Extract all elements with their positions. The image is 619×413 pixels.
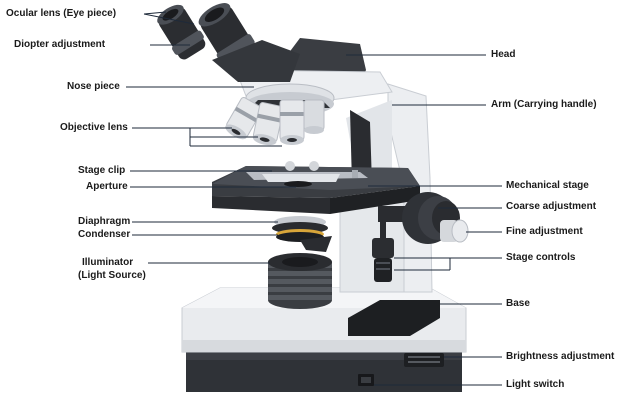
focus-knob-part xyxy=(378,192,469,244)
label-diopter-adjustment: Diopter adjustment xyxy=(14,39,106,50)
label-stage-controls: Stage controls xyxy=(506,252,576,263)
label-fine-adjustment: Fine adjustment xyxy=(506,226,583,237)
stage-part xyxy=(212,161,420,214)
leader-lines xyxy=(126,11,502,386)
illuminator-part xyxy=(268,253,332,309)
label-stage-clip: Stage clip xyxy=(78,165,126,176)
label-ocular-lens: Ocular lens (Eye piece) xyxy=(6,8,117,19)
label-light-source: (Light Source) xyxy=(78,270,146,281)
base-part xyxy=(181,287,467,392)
label-mechanical-stage: Mechanical stage xyxy=(506,180,589,191)
condenser-part xyxy=(272,216,332,252)
label-base: Base xyxy=(506,298,530,309)
label-aperture: Aperture xyxy=(86,181,128,192)
label-diaphragm: Diaphragm xyxy=(78,216,131,227)
label-light-switch: Light switch xyxy=(506,379,565,390)
label-illuminator: Illuminator xyxy=(82,257,134,268)
stage-controls-part xyxy=(372,214,394,282)
objective-lens-part xyxy=(225,97,325,146)
label-head: Head xyxy=(491,49,516,60)
label-coarse-adjustment: Coarse adjustment xyxy=(506,201,597,212)
eyepiece-part xyxy=(157,3,300,82)
label-condenser: Condenser xyxy=(78,229,131,240)
label-brightness-adjustment: Brightness adjustment xyxy=(506,351,615,362)
label-objective-lens: Objective lens xyxy=(60,122,128,133)
label-arm: Arm (Carrying handle) xyxy=(491,99,597,110)
label-nose-piece: Nose piece xyxy=(67,81,120,92)
